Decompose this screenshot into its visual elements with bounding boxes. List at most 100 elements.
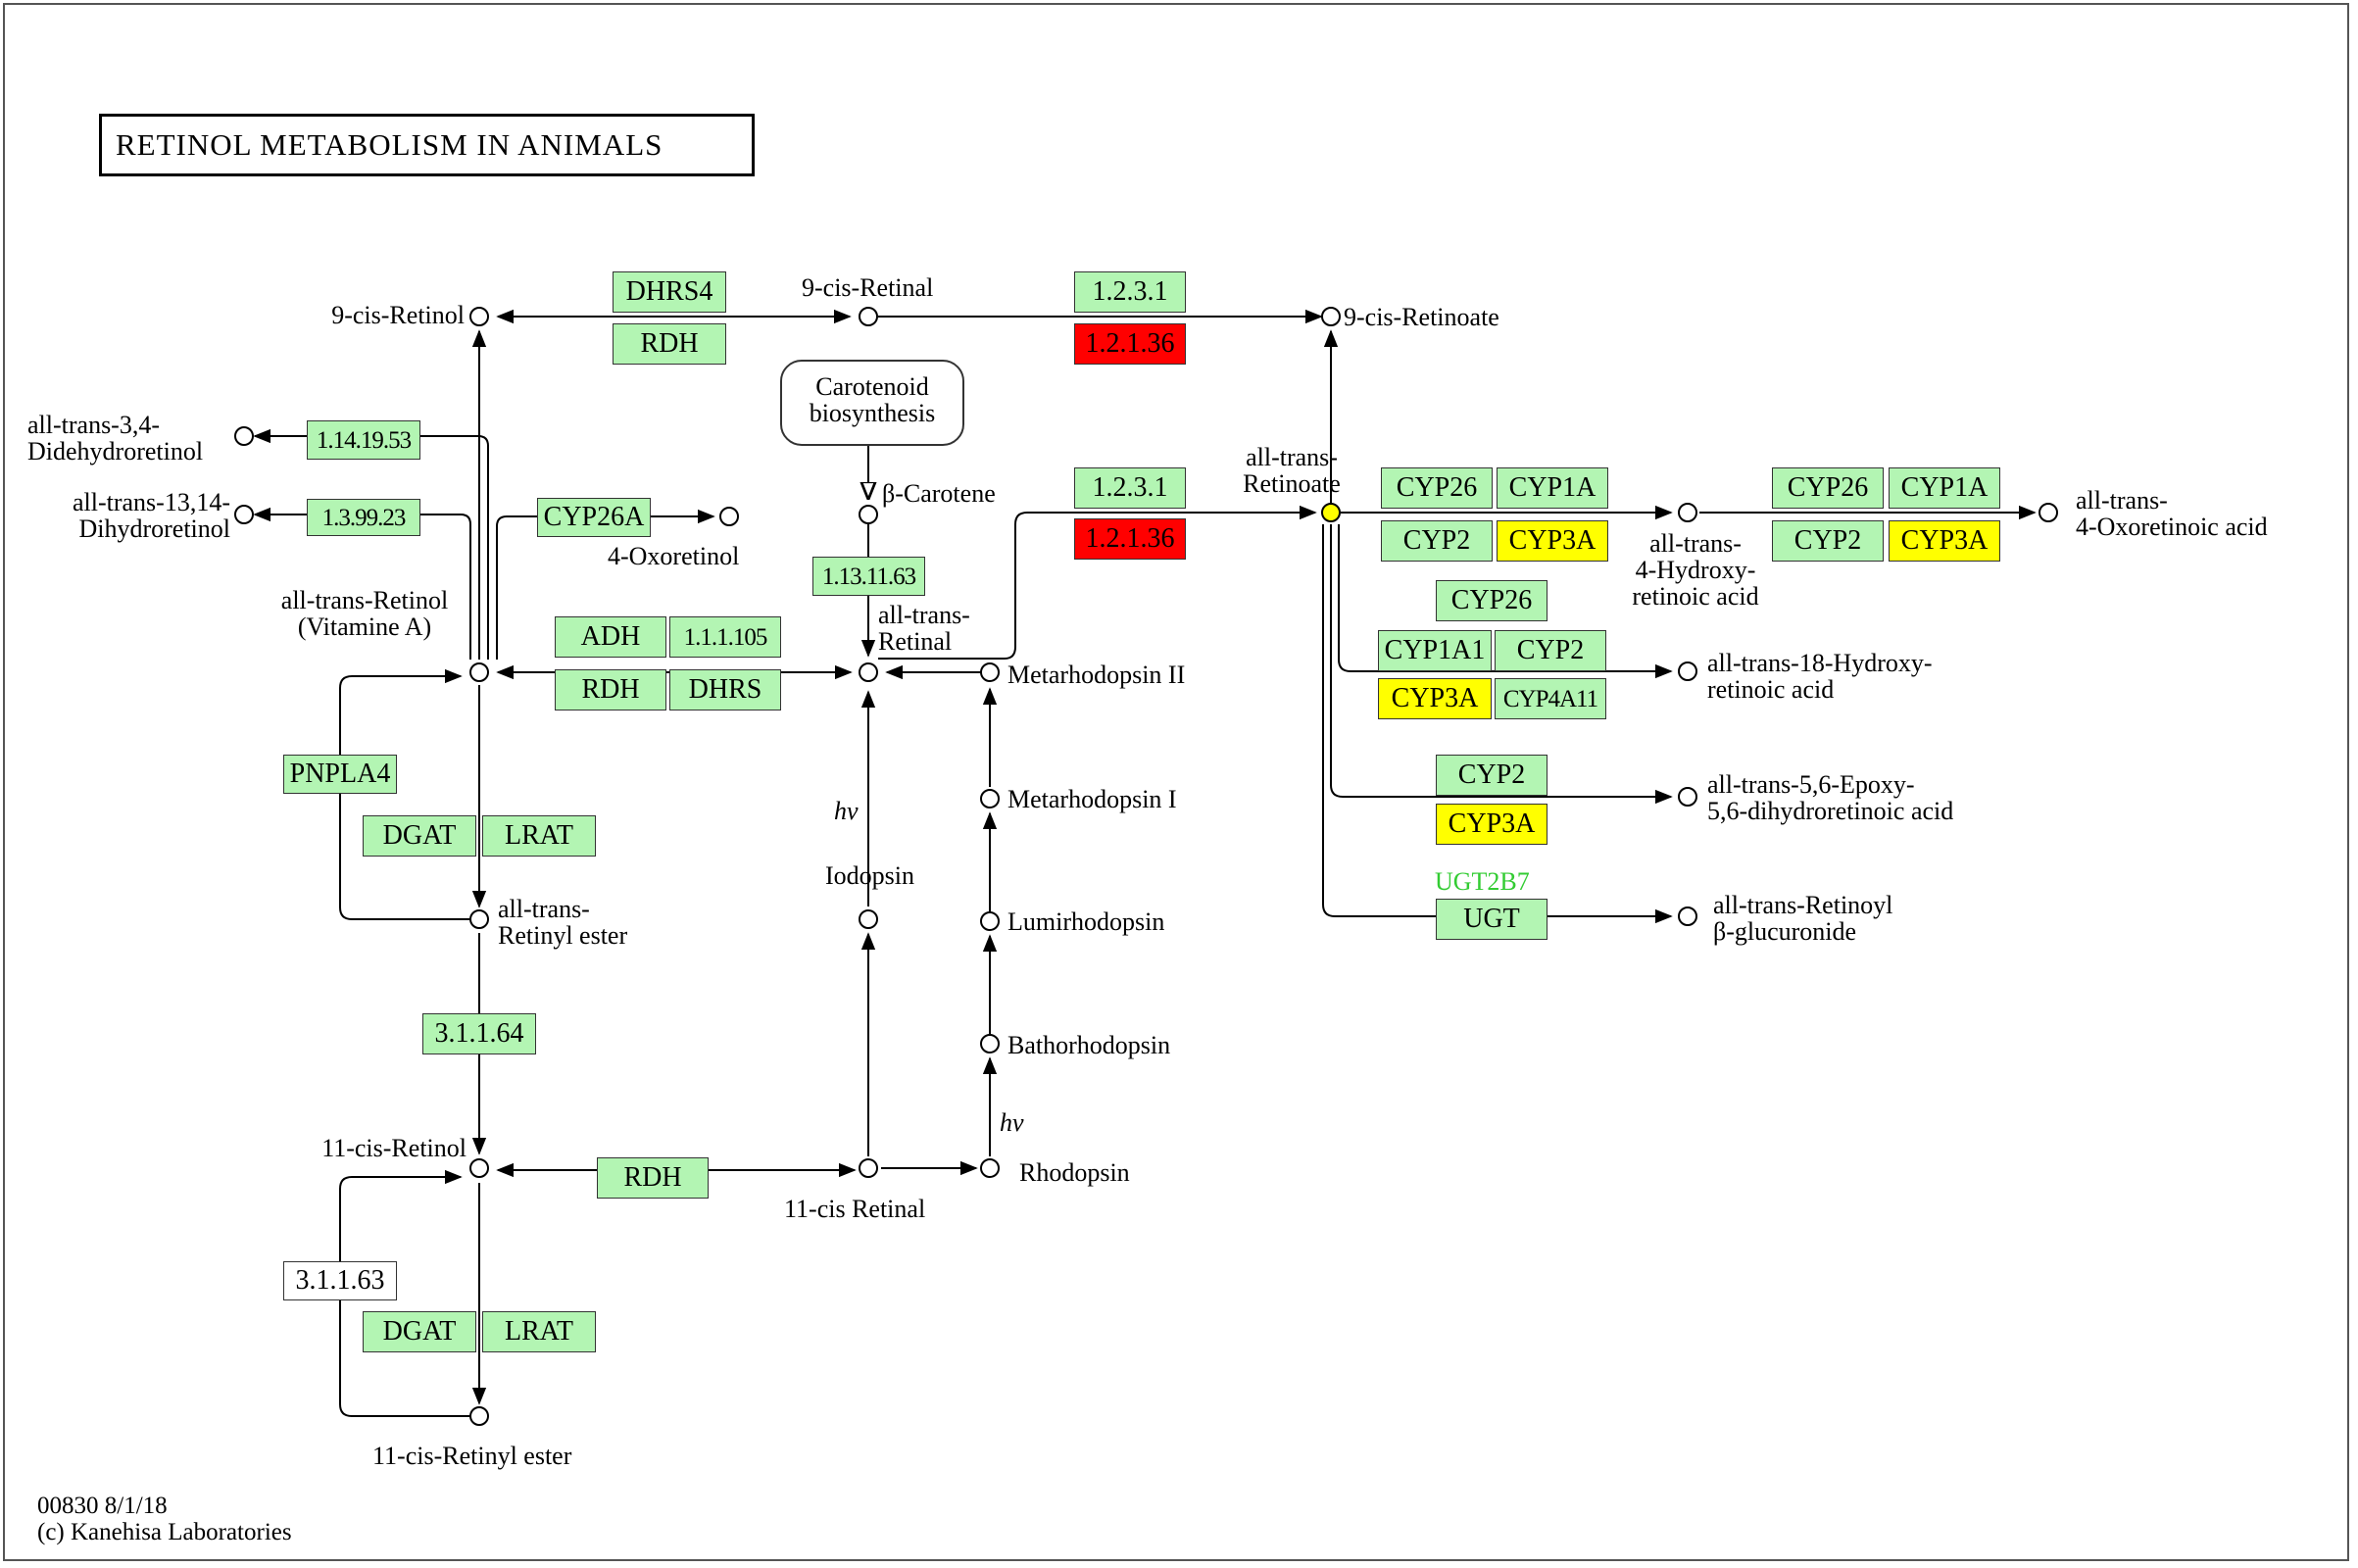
label-all-trans-retinal[interactable]: all-trans- Retinal: [878, 602, 970, 655]
enzyme-cyp26-a2[interactable]: CYP26: [1772, 467, 1884, 509]
enzyme-ugt[interactable]: UGT: [1436, 899, 1547, 940]
label-epoxy-retinoic-acid[interactable]: all-trans-5,6-Epoxy- 5,6-dihydroretinoic…: [1707, 771, 1953, 824]
carotenoid-biosynthesis-label: Carotenoid biosynthesis: [780, 373, 964, 426]
enzyme-lrat-top[interactable]: LRAT: [482, 815, 596, 857]
label-ugt2b7-gene[interactable]: UGT2B7: [1435, 867, 1530, 896]
label-all-trans-retinoate[interactable]: all-trans- Retinoate: [1204, 444, 1380, 497]
enzyme-cyp2-c[interactable]: CYP2: [1436, 755, 1547, 796]
footer-copyright: (c) Kanehisa Laboratories: [37, 1519, 292, 1545]
edge-retinoate-18hydroxy: [1338, 524, 1673, 679]
label-11-cis-retinal[interactable]: 11-cis Retinal: [784, 1195, 926, 1223]
enzyme-lrat-bottom[interactable]: LRAT: [482, 1311, 596, 1352]
enzyme-cyp2-a1[interactable]: CYP2: [1381, 520, 1493, 562]
label-9-cis-retinoate[interactable]: 9-cis-Retinoate: [1344, 303, 1499, 331]
node-4-oxoretinol: [719, 507, 739, 526]
enzyme-dgat-bottom[interactable]: DGAT: [363, 1311, 476, 1352]
node-dihydroretinol: [234, 505, 254, 524]
enzyme-cyp3a-c[interactable]: CYP3A: [1436, 804, 1547, 845]
enzyme-cyp1a-a2[interactable]: CYP1A: [1889, 467, 2000, 509]
label-all-trans-retinol[interactable]: all-trans-Retinol (Vitamine A): [257, 587, 472, 640]
node-11-cis-retinal: [859, 1158, 878, 1178]
label-epoxy-line1: all-trans-5,6-Epoxy-: [1707, 770, 1915, 799]
label-beta-carotene[interactable]: β-Carotene: [882, 479, 996, 508]
enzyme-cyp1a-a1[interactable]: CYP1A: [1497, 467, 1608, 509]
enzyme-cyp2-a2[interactable]: CYP2: [1772, 520, 1884, 562]
map-label-line2: biosynthesis: [809, 399, 936, 427]
node-9-cis-retinoate: [1321, 307, 1341, 326]
label-11-cis-retinyl-ester[interactable]: 11-cis-Retinyl ester: [372, 1442, 572, 1470]
enzyme-dgat-top[interactable]: DGAT: [363, 815, 476, 857]
label-retinyl-ester[interactable]: all-trans- Retinyl ester: [498, 896, 627, 949]
label-4-oxoretinol[interactable]: 4-Oxoretinol: [608, 542, 740, 570]
node-all-trans-retinal: [859, 662, 878, 682]
edge-oxoretinol: [496, 509, 715, 660]
label-9-cis-retinol[interactable]: 9-cis-Retinol: [331, 301, 465, 329]
enzyme-cyp26-a1[interactable]: CYP26: [1381, 467, 1493, 509]
map-label-line1: Carotenoid: [815, 372, 929, 401]
label-metarhodopsin-i[interactable]: Metarhodopsin I: [1007, 785, 1177, 813]
enzyme-ec-1131163[interactable]: 1.13.11.63: [812, 557, 925, 596]
label-lumirhodopsin[interactable]: Lumirhodopsin: [1007, 907, 1165, 936]
enzyme-ec-12136-mid[interactable]: 1.2.1.36: [1074, 518, 1186, 560]
label-hv-iodopsin: hν: [834, 797, 859, 825]
enzyme-cyp4a11-b[interactable]: CYP4A11: [1495, 678, 1606, 719]
node-iodopsin: [859, 909, 878, 929]
enzyme-cyp3a-b[interactable]: CYP3A: [1378, 678, 1492, 719]
enzyme-ec-31163[interactable]: 3.1.1.63: [283, 1261, 397, 1300]
footer: 00830 8/1/18 (c) Kanehisa Laboratories: [37, 1493, 292, 1545]
edge-ester-retinol: [339, 668, 470, 920]
enzyme-dhrs4[interactable]: DHRS4: [613, 271, 726, 313]
label-iodopsin[interactable]: Iodopsin: [825, 861, 914, 890]
label-dihydroretinol[interactable]: all-trans-13,14- Dihydroretinol: [27, 489, 230, 542]
enzyme-rdh-top[interactable]: RDH: [613, 323, 726, 365]
label-all-trans-retinal-line2: Retinal: [878, 627, 953, 656]
label-18-hydroxy-line1: all-trans-18-Hydroxy-: [1707, 649, 1933, 677]
label-rhodopsin[interactable]: Rhodopsin: [1019, 1158, 1130, 1187]
label-metarhodopsin-ii[interactable]: Metarhodopsin II: [1007, 661, 1186, 689]
enzyme-dhrs[interactable]: DHRS: [669, 669, 781, 710]
label-hv-rhodopsin: hν: [1000, 1108, 1024, 1137]
label-18-hydroxy-retinoic-acid[interactable]: all-trans-18-Hydroxy- retinoic acid: [1707, 650, 1933, 703]
label-dihydroretinol-line2: Dihydroretinol: [78, 514, 230, 543]
label-bathorhodopsin[interactable]: Bathorhodopsin: [1007, 1031, 1171, 1059]
carotenoid-biosynthesis-map[interactable]: [780, 360, 964, 446]
enzyme-cyp26a[interactable]: CYP26A: [537, 498, 651, 537]
label-4-oxoretinoic-acid[interactable]: all-trans- 4-Oxoretinoic acid: [2076, 487, 2268, 540]
label-all-trans-retinal-line1: all-trans-: [878, 601, 970, 629]
edge-dihydro: [253, 507, 471, 660]
enzyme-cyp3a-a2[interactable]: CYP3A: [1889, 520, 2000, 562]
label-retinoyl-line1: all-trans-Retinoyl: [1713, 891, 1893, 919]
label-dihydroretinol-line1: all-trans-13,14-: [72, 488, 230, 516]
enzyme-cyp3a-a1[interactable]: CYP3A: [1497, 520, 1608, 562]
enzyme-ec-1231-mid[interactable]: 1.2.3.1: [1074, 467, 1186, 509]
label-retinoyl-glucuronide[interactable]: all-trans-Retinoyl β-glucuronide: [1713, 892, 1892, 945]
node-9-cis-retinol: [469, 307, 489, 326]
enzyme-ec-31164[interactable]: 3.1.1.64: [422, 1013, 536, 1054]
enzyme-rdh-bottom[interactable]: RDH: [597, 1157, 709, 1199]
label-didehydroretinol[interactable]: all-trans-3,4- Didehydroretinol: [27, 412, 203, 465]
label-4-hydroxy-line1: all-trans-: [1649, 529, 1742, 558]
enzyme-ec-139923[interactable]: 1.3.99.23: [307, 499, 420, 536]
node-didehydroretinol: [234, 426, 254, 446]
label-11-cis-retinol[interactable]: 11-cis-Retinol: [321, 1134, 467, 1162]
label-4-hydroxy-line2: 4-Hydroxy-: [1635, 556, 1756, 584]
enzyme-cyp2-b[interactable]: CYP2: [1495, 630, 1606, 671]
label-all-trans-retinol-line1: all-trans-Retinol: [280, 586, 449, 614]
footer-map-id: 00830 8/1/18: [37, 1493, 168, 1519]
enzyme-rdh-mid[interactable]: RDH: [555, 669, 666, 710]
enzyme-ec-111105[interactable]: 1.1.1.105: [669, 616, 781, 658]
enzyme-pnpla4[interactable]: PNPLA4: [283, 755, 397, 794]
enzyme-ec-1231-top[interactable]: 1.2.3.1: [1074, 271, 1186, 313]
enzyme-adh[interactable]: ADH: [555, 616, 666, 658]
node-retinyl-ester: [469, 909, 489, 929]
enzyme-ec-12136-top[interactable]: 1.2.1.36: [1074, 323, 1186, 365]
node-11-cis-retinol: [469, 1158, 489, 1178]
enzyme-cyp26-b[interactable]: CYP26: [1436, 580, 1547, 621]
node-retinoyl-glucuronide: [1678, 906, 1697, 926]
label-4-hydroxy-retinoic-acid[interactable]: all-trans- 4-Hydroxy- retinoic acid: [1617, 530, 1774, 610]
edge-didehydro: [253, 428, 489, 660]
enzyme-cyp1a1-b[interactable]: CYP1A1: [1378, 630, 1492, 671]
enzyme-ec-1141953[interactable]: 1.14.19.53: [307, 420, 420, 460]
label-9-cis-retinal[interactable]: 9-cis-Retinal: [802, 273, 934, 302]
node-epoxy-retinoic-acid: [1678, 787, 1697, 807]
